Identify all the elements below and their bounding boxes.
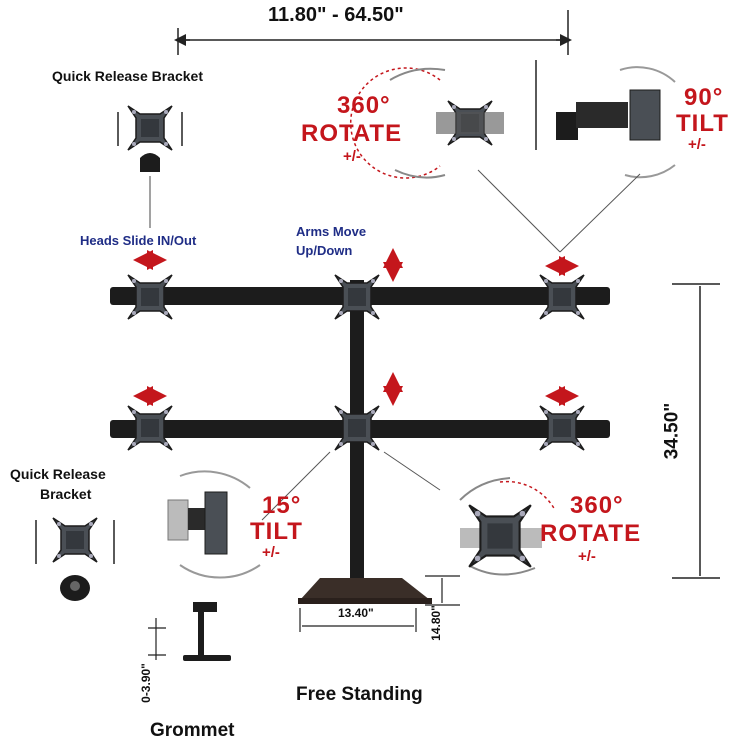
rotate-top-sign: +/- [343, 148, 361, 165]
heads-slide-label: Heads Slide IN/Out [80, 233, 197, 248]
height-label: 34.50" [661, 402, 683, 460]
arms-move-label-line1: Arms Move [296, 224, 367, 239]
rotate-top-action: ROTATE [301, 120, 403, 147]
tilt-bottom-sign: +/- [262, 544, 280, 561]
rotate-top-degrees: 360° [337, 92, 391, 119]
tilt-top-sign: +/- [688, 136, 706, 153]
slide-arrows [133, 248, 579, 406]
quick-release-bottom-line1: Quick Release [10, 466, 106, 482]
arm-span-label: 11.80" - 64.50" [268, 4, 404, 26]
height-dimension-line [672, 283, 720, 579]
grommet-thickness-label: 0-3.90" [138, 663, 153, 703]
tilt-bottom-action: TILT [250, 518, 303, 545]
grommet-clamp [148, 602, 231, 661]
tilt-top-degrees: 90° [684, 84, 724, 111]
tilt-bottom-degrees: 15° [262, 492, 302, 519]
rotate-diagram-bottom [459, 477, 556, 576]
base-width-label: 13.40" [338, 606, 374, 620]
arms-move-label-line2: Up/Down [296, 243, 353, 258]
base-depth-label: 14.80" [428, 605, 443, 641]
free-standing-label: Free Standing [296, 684, 423, 705]
quick-release-bottom-line2: Bracket [40, 486, 92, 502]
arm-span-dimension-line [174, 10, 572, 55]
rotate-bottom-degrees: 360° [570, 492, 624, 519]
free-standing-base [298, 578, 432, 604]
base-dimension-lines [299, 575, 460, 632]
grommet-label: Grommet [150, 720, 235, 741]
quick-release-bracket-bottom [35, 517, 115, 601]
tilt-diagram-top [535, 60, 676, 179]
rotate-bottom-sign: +/- [578, 548, 596, 565]
quick-release-bracket-top [117, 105, 183, 228]
quick-release-top-label: Quick Release Bracket [52, 68, 203, 84]
tilt-top-action: TILT [676, 110, 729, 137]
tilt-diagram-bottom [167, 470, 261, 579]
rotate-diagram-top [349, 67, 504, 179]
rotate-bottom-action: ROTATE [540, 520, 642, 547]
